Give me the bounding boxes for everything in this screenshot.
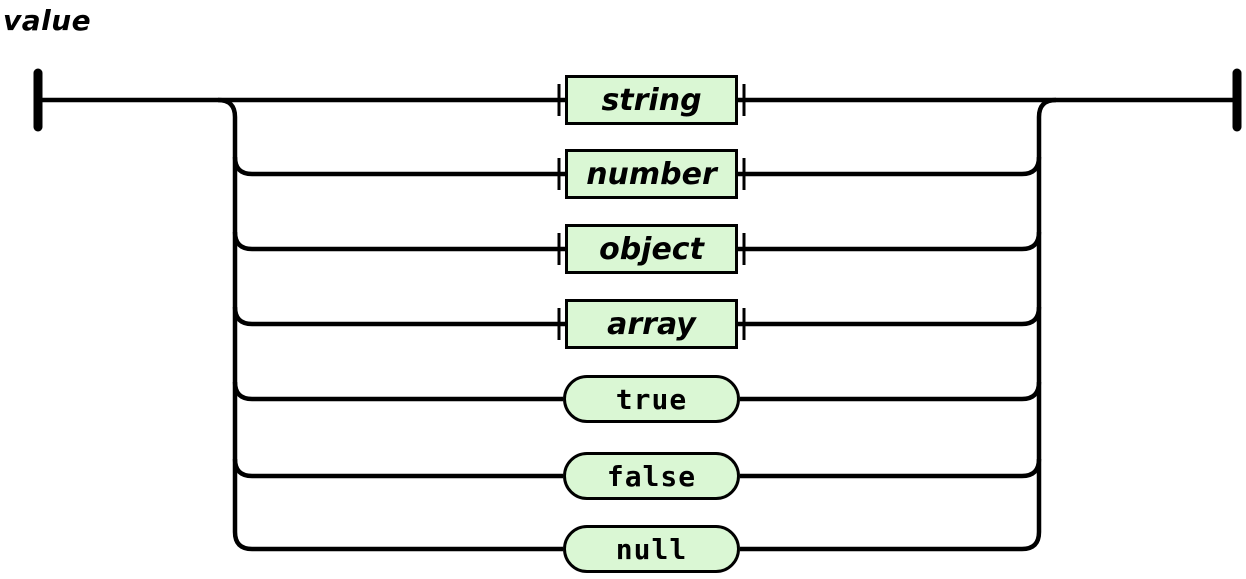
right-merge-curves bbox=[1021, 156, 1042, 479]
node-string: string bbox=[565, 75, 738, 125]
left-branch-curves bbox=[232, 156, 253, 479]
node-array: array bbox=[565, 299, 738, 349]
diagram-title: value bbox=[3, 4, 92, 37]
node-object: object bbox=[565, 224, 738, 274]
right-merge-spine bbox=[1021, 97, 1057, 552]
node-true: true bbox=[563, 375, 740, 423]
node-number: number bbox=[565, 149, 738, 199]
node-false: false bbox=[563, 452, 740, 500]
nonterminal-connector-ticks bbox=[557, 84, 746, 340]
row-rails bbox=[252, 171, 1022, 552]
left-branch-spine bbox=[217, 97, 253, 552]
node-null: null bbox=[563, 525, 740, 573]
